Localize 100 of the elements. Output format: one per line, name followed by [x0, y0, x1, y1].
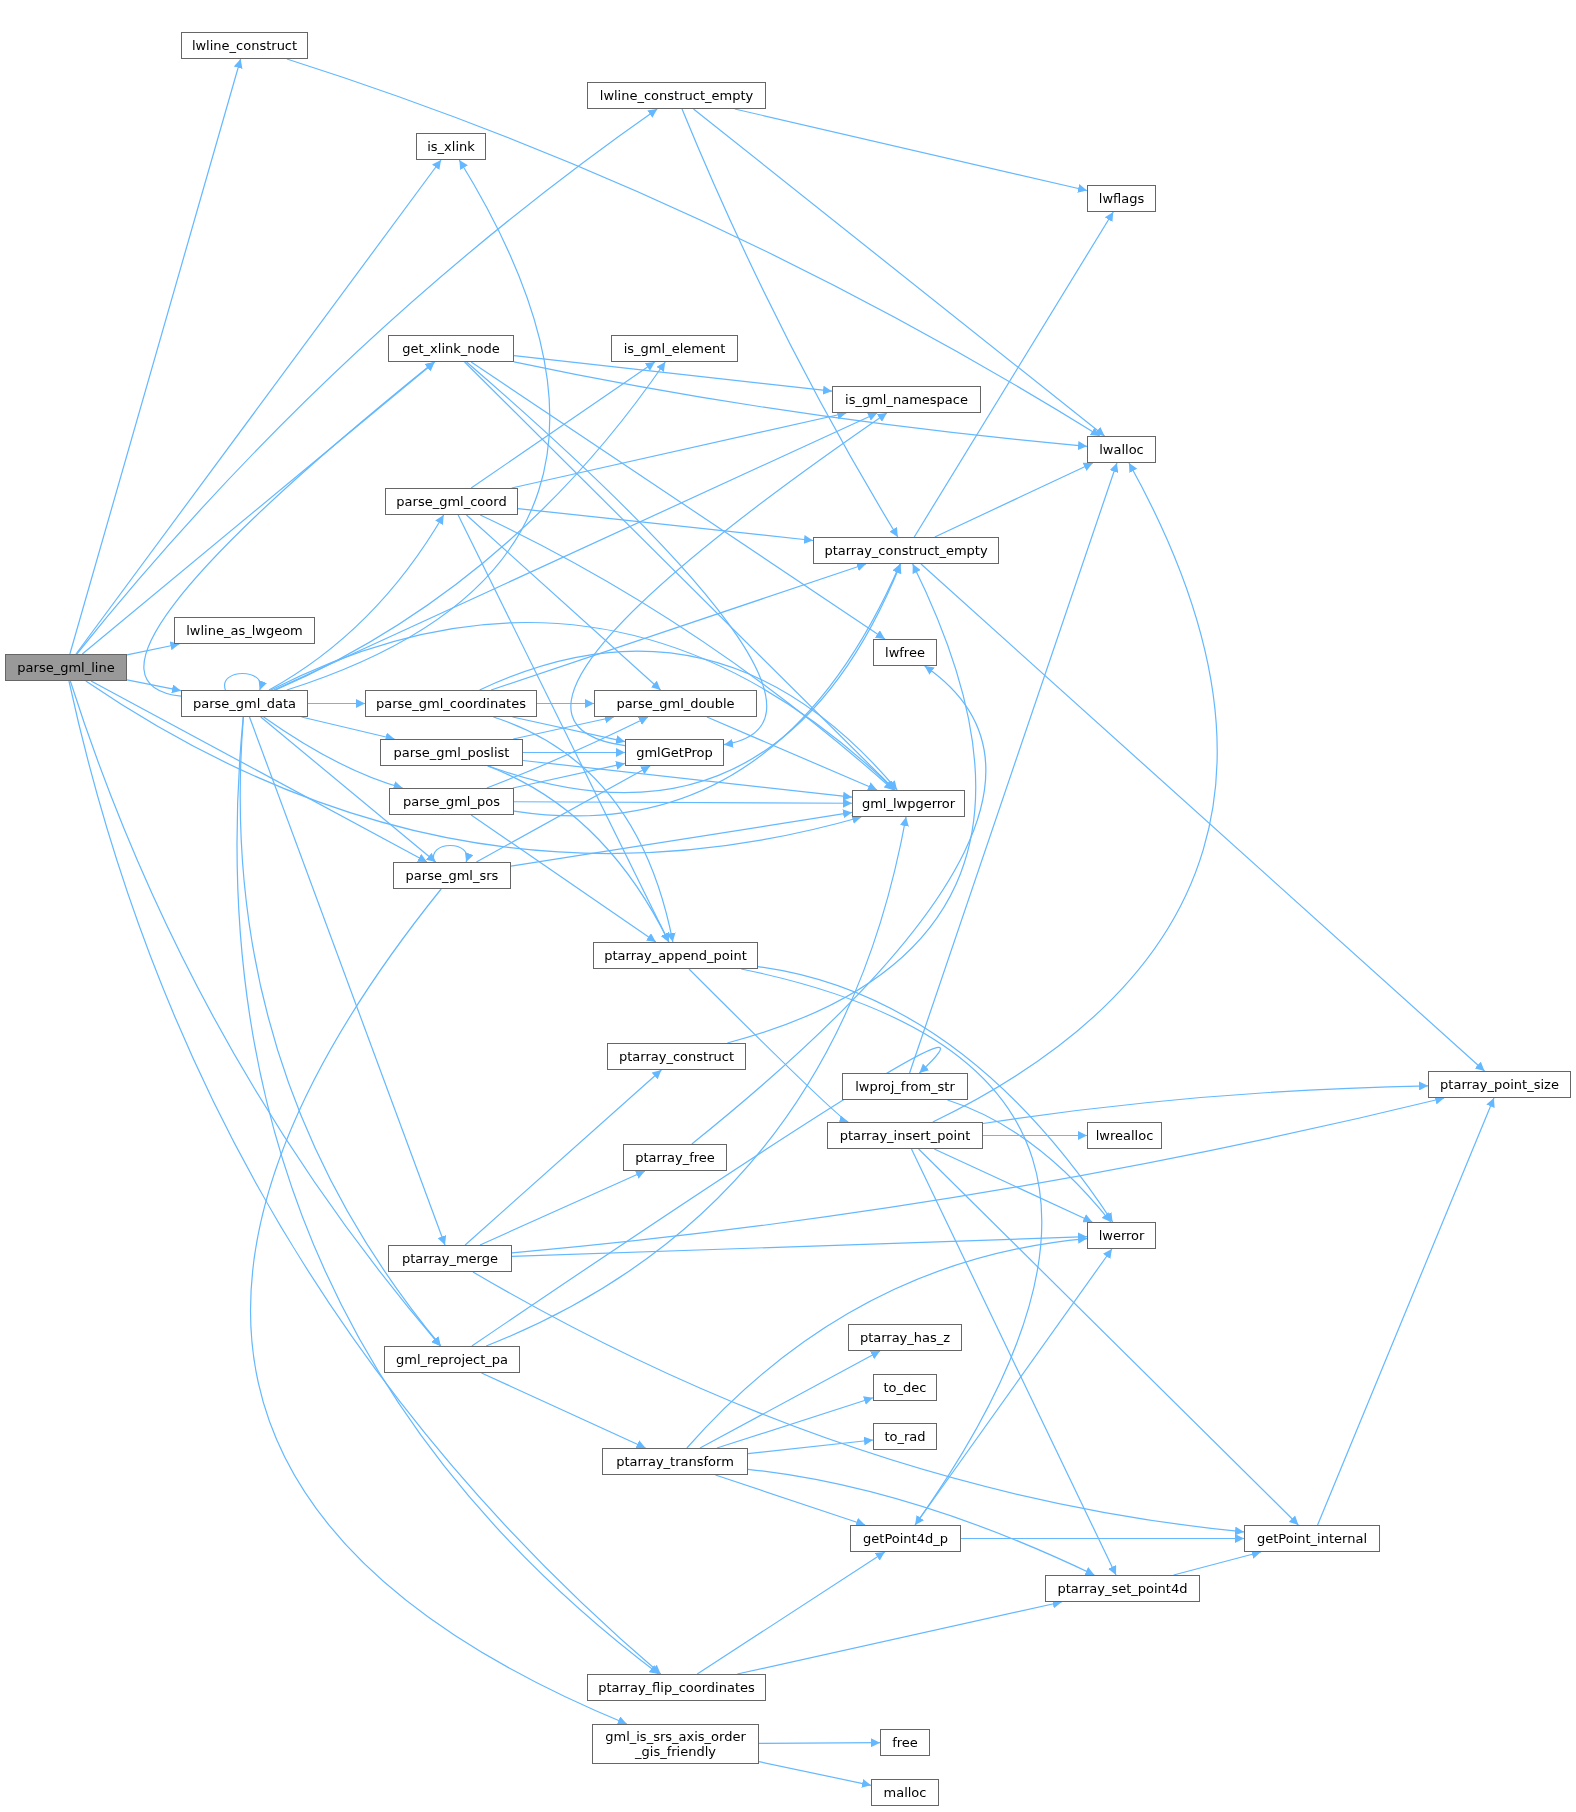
function-name: ptarray_insert_point	[839, 1128, 971, 1143]
arrow	[274, 361, 666, 691]
arrow	[909, 462, 1119, 1074]
function-name: gml_is_srs_axis_order _gis_friendly	[604, 1729, 747, 1759]
arrow	[486, 716, 649, 789]
function-name: to_dec	[883, 1380, 927, 1395]
function-box	[1087, 185, 1156, 212]
arrow	[716, 1396, 874, 1449]
function-name: getPoint_internal	[1257, 1531, 1367, 1546]
function-box	[181, 32, 308, 59]
arrow	[757, 965, 1114, 1223]
arrow	[918, 1148, 1299, 1526]
arrow	[479, 650, 898, 791]
function-box	[174, 617, 315, 644]
function-box	[880, 1729, 930, 1756]
arrow	[286, 58, 1101, 437]
arrow	[307, 699, 366, 708]
arrow	[513, 798, 853, 808]
arrow	[510, 809, 853, 867]
function-name: getPoint4d_p	[863, 1531, 948, 1546]
function-box	[1087, 1222, 1156, 1249]
function-name: ptarray_flip_coordinates	[598, 1680, 755, 1695]
arrow	[706, 716, 878, 791]
arrow	[934, 462, 1094, 538]
function-box	[850, 1525, 961, 1552]
function-box	[592, 1724, 759, 1764]
function-box	[607, 1043, 746, 1070]
function-box	[611, 335, 738, 362]
arrow	[273, 412, 878, 691]
function-name: ptarray_append_point	[604, 948, 747, 963]
function-box	[852, 790, 965, 817]
function-box	[389, 788, 514, 815]
function-box	[393, 862, 511, 889]
function-name: is_xlink	[427, 139, 475, 154]
arrow	[960, 1534, 1245, 1543]
function-name: parse_gml_double	[616, 696, 735, 711]
arrow	[758, 1761, 872, 1788]
arrow	[268, 514, 445, 691]
arrow	[126, 679, 182, 694]
function-box	[1087, 436, 1156, 463]
arrow	[734, 108, 1088, 193]
function-name: ptarray_transform	[616, 1454, 734, 1469]
function-name: gml_reproject_pa	[396, 1352, 508, 1367]
function-box	[416, 133, 486, 160]
function-name: ptarray_point_size	[1440, 1077, 1559, 1092]
function-box	[385, 488, 518, 515]
function-name: parse_gml_poslist	[393, 745, 510, 760]
function-name: ptarray_set_point4d	[1057, 1581, 1188, 1596]
arrow	[513, 361, 1088, 450]
function-name: get_xlink_node	[402, 341, 500, 356]
arrow	[470, 361, 886, 640]
arrow	[464, 1069, 662, 1246]
arrow	[485, 816, 909, 1347]
function-name: lwerror	[1098, 1228, 1145, 1243]
function-name: to_rad	[884, 1429, 926, 1444]
function-name: free	[892, 1735, 918, 1750]
function-box	[388, 1245, 512, 1272]
arrow	[932, 462, 1218, 1123]
function-box	[832, 386, 981, 413]
arrow	[248, 716, 447, 1246]
function-box	[1428, 1071, 1571, 1098]
arrow	[69, 58, 243, 655]
function-box	[873, 1423, 937, 1450]
arrow	[81, 361, 436, 655]
arrow	[747, 1468, 1095, 1576]
arrow	[479, 1170, 646, 1246]
function-box	[365, 690, 537, 717]
function-name: gmlGetProp	[636, 745, 713, 760]
function-name: lwproj_from_str	[855, 1079, 955, 1094]
function-box	[871, 1779, 939, 1806]
arrow	[286, 159, 550, 691]
arrow	[90, 680, 428, 863]
arrow	[914, 1248, 1113, 1526]
arrow	[471, 1047, 942, 1347]
function-box	[380, 739, 523, 766]
arrow	[432, 844, 473, 863]
function-box	[587, 1674, 766, 1701]
function-box	[593, 942, 758, 969]
arrow	[486, 765, 670, 943]
function-name: ptarray_free	[635, 1150, 715, 1165]
function-box	[594, 690, 757, 717]
function-name: parse_gml_coord	[396, 494, 507, 509]
function-name: lwline_construct_empty	[599, 88, 754, 103]
arrow	[513, 354, 833, 395]
function-box	[873, 639, 937, 666]
arrow	[224, 672, 266, 691]
arrow	[126, 641, 180, 656]
arrow	[68, 680, 662, 1675]
arrow	[913, 211, 1114, 538]
function-name: is_gml_namespace	[845, 392, 968, 407]
arrow	[479, 514, 894, 791]
arrow	[512, 760, 626, 789]
function-box	[813, 537, 999, 564]
arrow	[470, 814, 657, 943]
function-box	[388, 335, 514, 362]
function-name: lwfree	[885, 645, 925, 660]
function-box	[623, 1144, 727, 1171]
function-name: ptarray_has_z	[859, 1330, 951, 1345]
function-name: ptarray_construct	[619, 1049, 734, 1064]
arrow	[470, 361, 656, 489]
